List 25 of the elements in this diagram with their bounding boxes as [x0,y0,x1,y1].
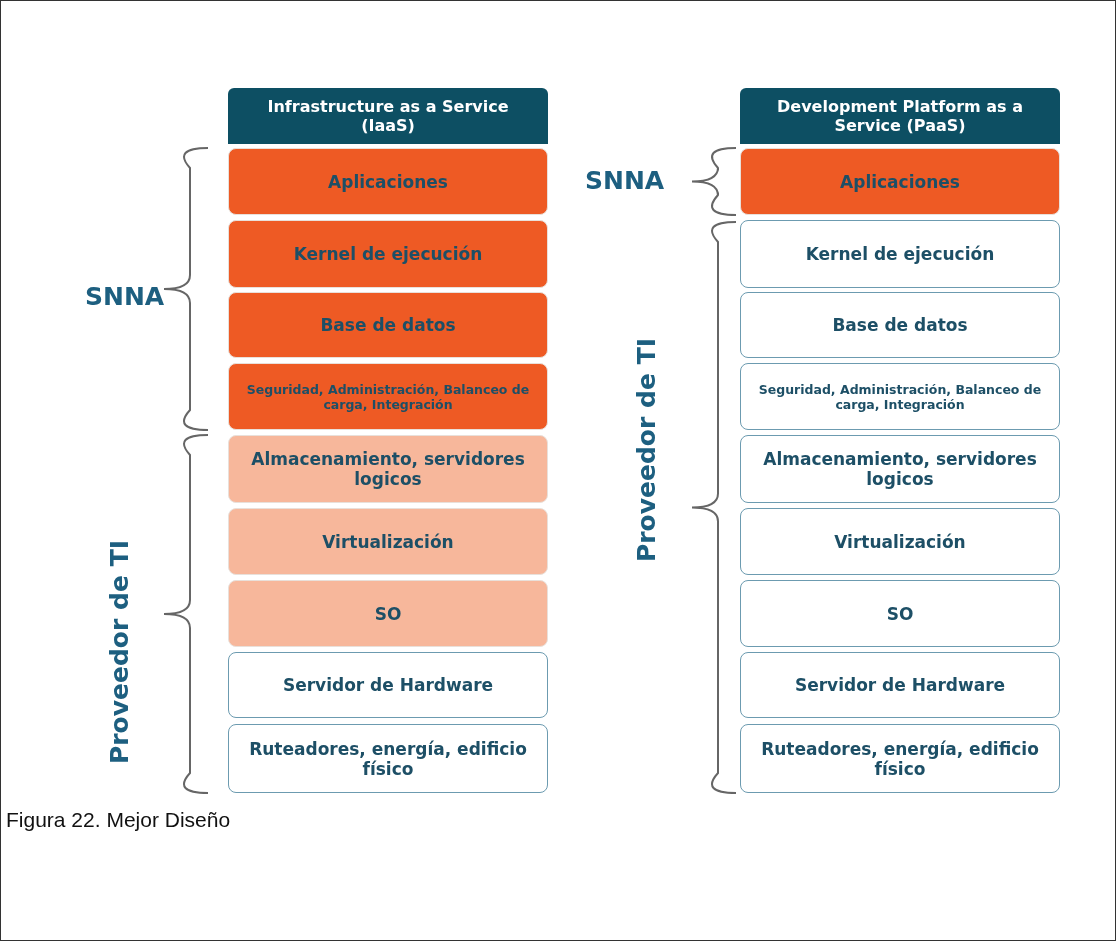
bracket-label: Proveedor de TI [632,338,661,563]
layer-box: Aplicaciones [228,148,548,215]
layer-box: Ruteadores, energía, edificio físico [228,724,548,793]
layer-box: Kernel de ejecución [228,220,548,288]
bracket-label: SNNA [85,282,165,311]
layer-box: Seguridad, Administración, Balanceo de carga, Integración [740,363,1060,430]
layer-box: SO [228,580,548,647]
bracket-label: Proveedor de TI [105,540,134,765]
layer-box: Base de datos [228,292,548,358]
column-header: Development Platform as a Service (PaaS) [740,88,1060,144]
layer-box: Almacenamiento, servidores logicos [228,435,548,503]
layer-box: Ruteadores, energía, edificio físico [740,724,1060,793]
layer-box: Servidor de Hardware [740,652,1060,718]
layer-box: Virtualización [228,508,548,575]
layer-box: Seguridad, Administración, Balanceo de carga, Integración [228,363,548,430]
layer-box: Almacenamiento, servidores logicos [740,435,1060,503]
figure-caption: Figura 22. Mejor Diseño [6,808,231,832]
layer-box: Virtualización [740,508,1060,575]
bracket-label: SNNA [585,166,665,195]
layer-box: Servidor de Hardware [228,652,548,718]
layer-box: SO [740,580,1060,647]
layer-box: Aplicaciones [740,148,1060,215]
layer-box: Base de datos [740,292,1060,358]
column-header: Infrastructure as a Service (IaaS) [228,88,548,144]
layer-box: Kernel de ejecución [740,220,1060,288]
